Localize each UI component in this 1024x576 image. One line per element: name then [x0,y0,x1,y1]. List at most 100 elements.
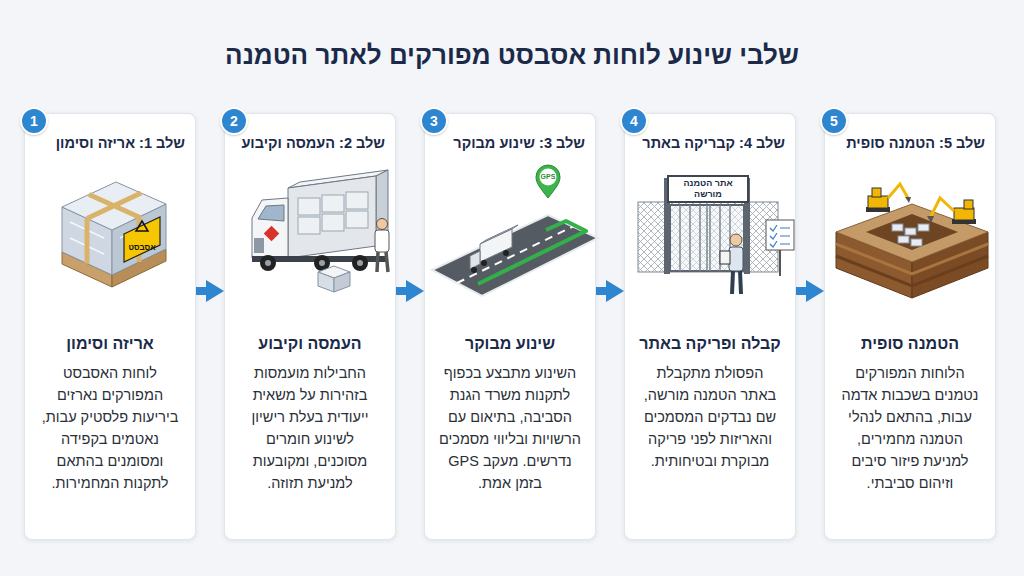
loading-truck [264,226,280,242]
loading-truck [288,176,376,258]
gps-road [481,260,487,266]
step-card: שלב 2: העמסה וקיבוע העמסה וקיבוע החבילות מ… [224,113,396,540]
landfill-pit [888,184,908,198]
flow-arrow [196,287,215,295]
landfill-gate [638,202,778,272]
step-number: 5 [822,109,846,133]
landfill-pit [952,219,976,224]
wrapped-pallet [112,249,166,287]
landfill-pit [898,236,909,243]
landfill-pit [918,224,929,231]
landfill-pit [868,196,888,208]
landfill-pit [892,224,903,231]
step-badge: 1 [20,107,48,135]
landfill-gate [664,178,670,274]
gps-road [478,221,586,284]
loading-truck [352,255,368,271]
gps-road [480,229,512,262]
wrapped-pallet [62,182,166,230]
loading-truck [346,211,368,228]
landfill-pit [866,207,890,212]
loading-truck [265,260,271,266]
landfill-pit [912,232,988,298]
loading-truck [298,217,320,234]
loading-truck [375,230,389,252]
landfill-gate [779,242,781,276]
landfill-pit [836,232,912,298]
step-description: השינוע מתבצע בכפוף לתקנות משרד הגנת הסבי… [438,362,582,494]
loading-truck [252,170,389,292]
landfill-pit [964,200,973,209]
step-badge: 3 [420,107,448,135]
loading-truck [318,272,334,292]
step-description: החבילות מועמסות בזהירות על משאית ייעודית… [238,362,382,494]
flow-arrow [396,287,415,295]
loading-truck [357,260,363,266]
step-title: העמסה וקיבוע [233,335,387,353]
diagram-title: שלבי שינוע לוחות אסבסט מפורקים לאתר הטמנ… [0,40,1024,71]
landfill-pit [930,198,954,218]
step-heading: שלב 2: העמסה וקיבוע [233,135,385,151]
gps-road [540,169,557,186]
gps-road [503,250,509,256]
loading-truck [254,238,264,253]
connector-group [196,291,815,292]
landfill-pit [872,188,881,197]
step-title: קבלה ופריקה באתר [633,335,787,353]
step-card: שלב 3: שינוע מבוקרשינוע מבוקרהשינוע מתבצ… [424,113,596,540]
wrapped-pallet [124,217,160,262]
landfill-pit [954,208,974,220]
flow-arrow [796,287,815,295]
gps-road [480,225,518,244]
loading-truck [288,170,388,188]
gps-road [432,215,598,296]
landfill-pit [836,204,988,262]
landfill-pit [866,214,958,250]
landfill-gate [744,178,750,274]
landfill-gate [770,225,790,247]
step-number: 1 [22,109,46,133]
step-number: 2 [222,109,246,133]
wrapped-pallet [112,204,166,275]
step-title: הטמנה סופית [833,335,987,353]
loading-truck [252,198,288,258]
landfill-gate [638,176,794,294]
gps-road [471,267,477,273]
step-title: אריזה וסימון [33,335,187,353]
landfill-pit [836,244,988,274]
step-heading: שלב 1: אריזה וסימון [33,135,185,151]
loading-truck [346,192,368,209]
wrapped-pallet [136,221,148,231]
step-card: שלב 1: אריזה וסימון אריזה וסימון לוחות האס… [24,113,196,540]
loading-truck [314,255,330,271]
landfill-gate [732,271,741,294]
loading-truck [319,260,325,266]
loading-truck [377,219,388,230]
wrapped-pallet [62,252,112,287]
landfill-pit [905,228,916,235]
wrapped-pallet [87,193,141,264]
gps-road [457,227,573,284]
gps-road [432,165,598,296]
gps-road [536,165,560,198]
flow-arrow [596,287,615,295]
landfill-pit [836,184,988,298]
step-card: שלב 4: קבריקה באתר קבלה ופריקה באתר הפסולת… [624,113,796,540]
wrapped-pallet [62,182,166,287]
step-heading: שלב 3: שינוע מבוקר [433,135,585,151]
loading-truck [377,252,388,272]
step-description: לוחות האסבסט המפורקים נארזים ביריעות פלס… [38,362,182,494]
landfill-gate [670,205,744,271]
landfill-gate [766,220,794,250]
landfill-pit [836,256,988,286]
step-heading: שלב 4: קבריקה באתר [633,135,785,151]
loading-truck [318,266,350,278]
loading-truck [258,205,284,221]
step-heading: שלב 5: הטמנה סופית [833,135,985,151]
step-badge: 5 [820,107,848,135]
step-number: 4 [622,109,646,133]
landfill-pit [927,216,934,223]
step-description: הפסולת מתקבלת באתר הטמנה מורשה, שם נבדקי… [638,362,782,472]
step-badge: 2 [220,107,248,135]
